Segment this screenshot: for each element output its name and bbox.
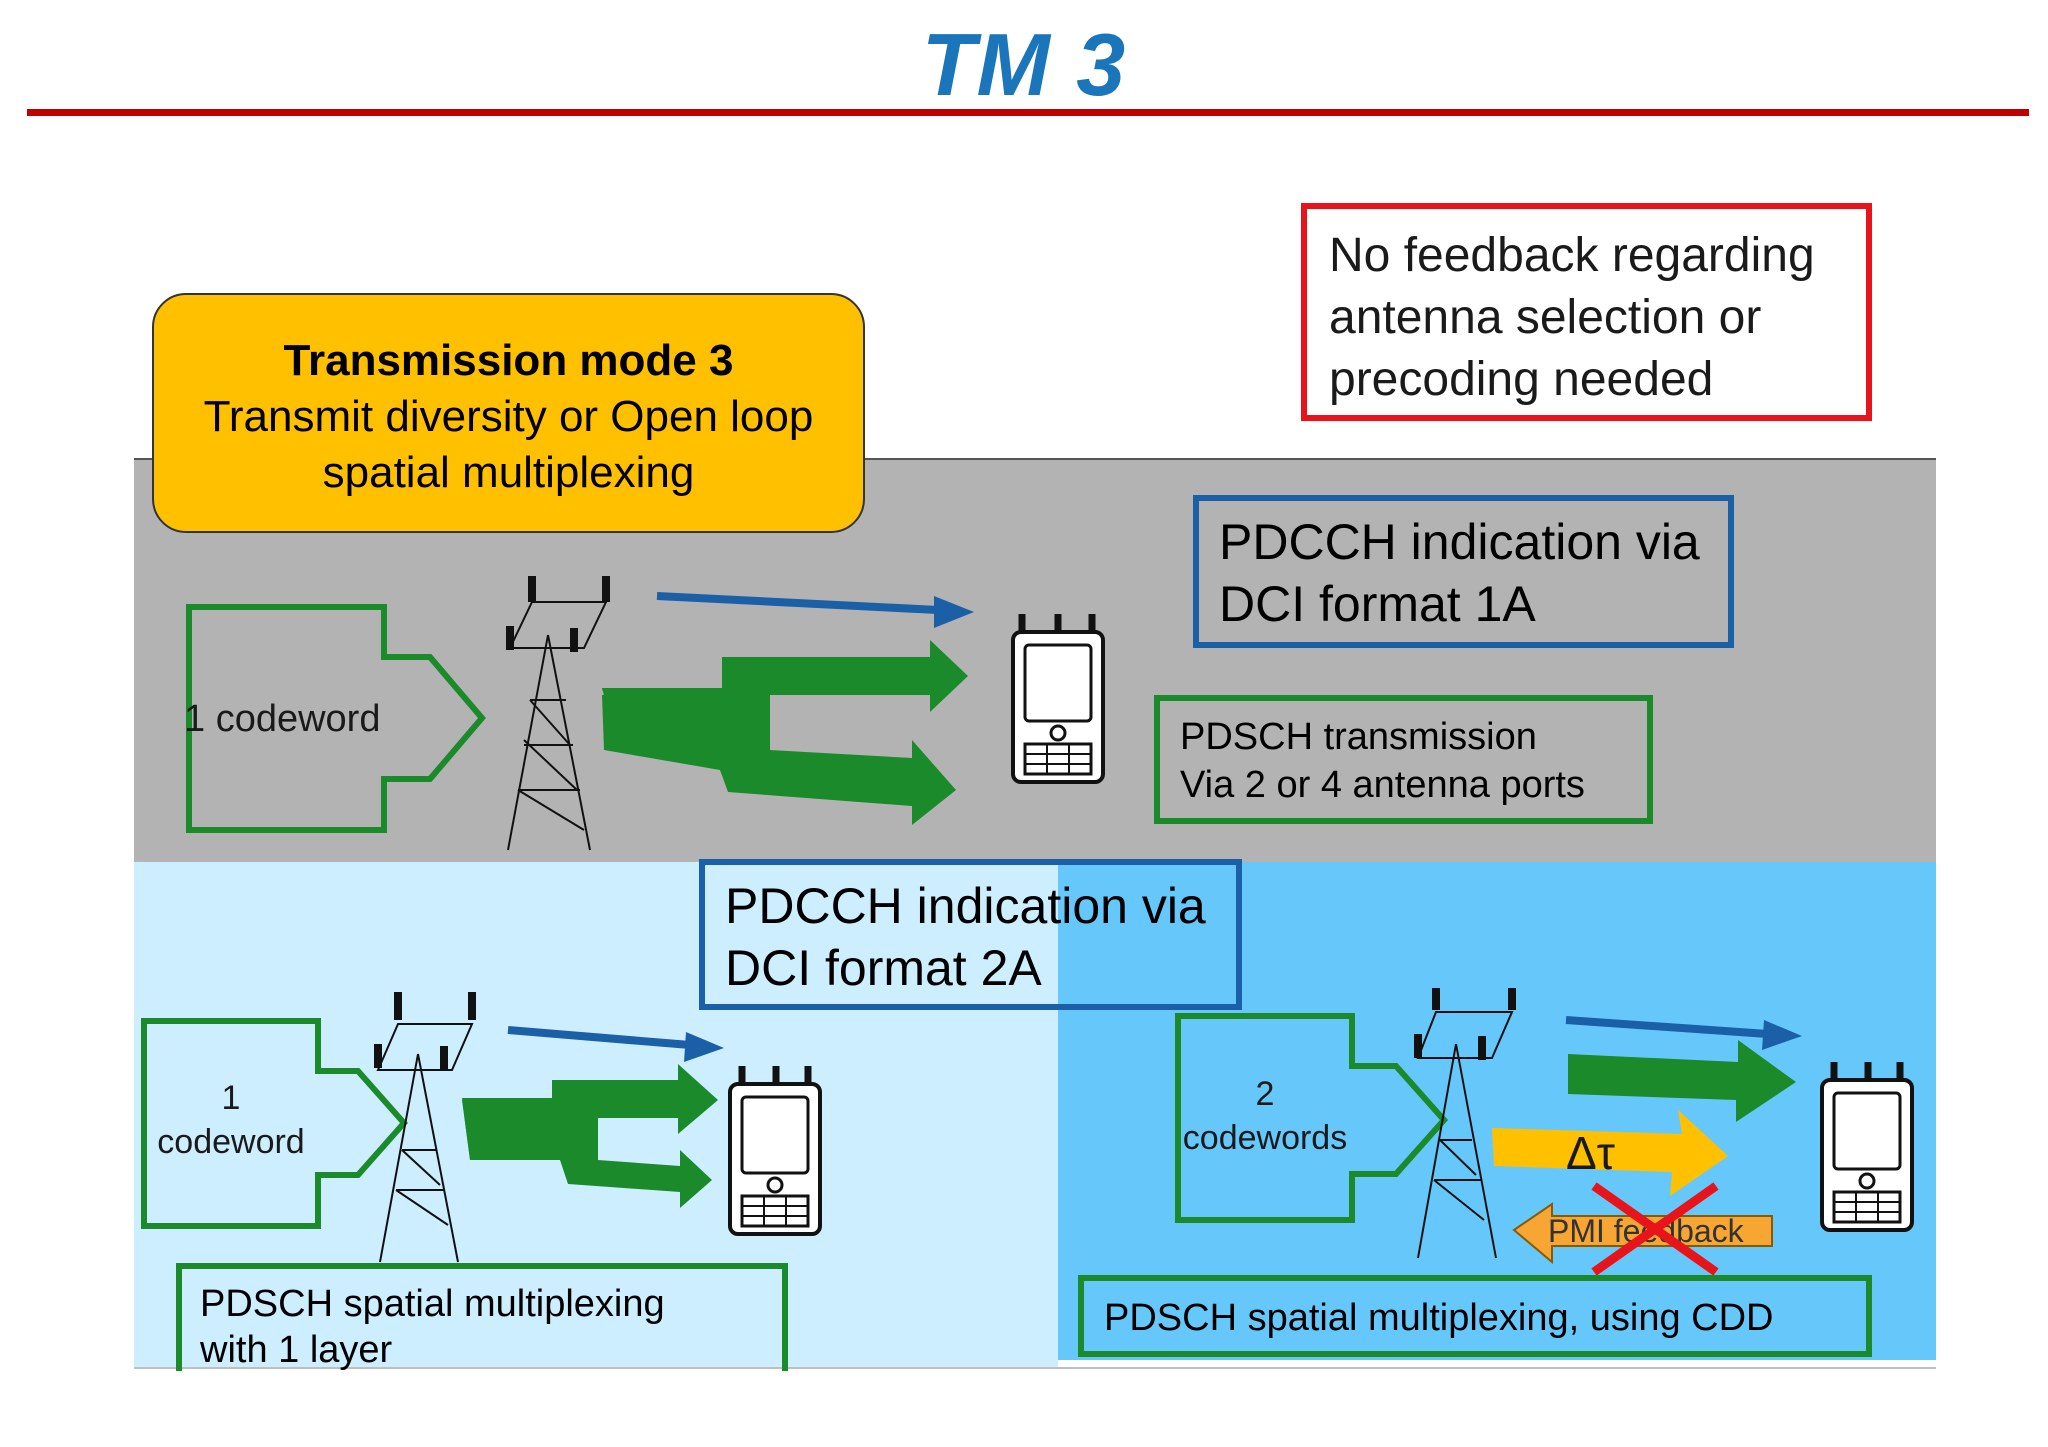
feedback-note-line1: No feedback regarding	[1329, 229, 1815, 282]
codeword-label-bottom-left: 1 codeword	[144, 1076, 318, 1164]
delay-arrow-yellow	[1492, 1110, 1728, 1196]
crossed-out-icon	[1591, 1182, 1719, 1276]
pdsch-br-line1: PDSCH spatial multiplexing, using CDD	[1104, 1297, 1774, 1339]
pdcch-top-line1: PDCCH indication via	[1219, 514, 1700, 570]
pdsch-box-top: PDSCH transmission Via 2 or 4 antenna po…	[1154, 695, 1653, 824]
pdsch-bl-line1: PDSCH spatial multiplexing	[200, 1283, 665, 1325]
data-arrows-green-top	[602, 640, 968, 825]
mode-desc-line1: Transmit diversity or Open loop	[203, 392, 814, 441]
codeword-label-top: 1 codeword	[184, 698, 381, 740]
feedback-note-line3: precoding needed	[1329, 353, 1714, 406]
codeword-bl-line1: 1	[221, 1079, 241, 1117]
mode-title: Transmission mode 3	[283, 336, 734, 385]
phone-icon-top	[1011, 614, 1105, 784]
pdcch-bottom-line1: PDCCH indication via	[725, 878, 1206, 934]
feedback-note-line2: antenna selection or	[1329, 291, 1762, 344]
transmission-mode-box: Transmission mode 3 Transmit diversity o…	[152, 293, 865, 533]
codeword-br-line1: 2	[1255, 1075, 1275, 1113]
pdcch-top-line2: DCI format 1A	[1219, 576, 1536, 632]
tower-icon-bottom-right	[1414, 988, 1516, 1259]
phone-icon-bottom-right	[1820, 1062, 1914, 1232]
delay-label: Δτ	[1566, 1127, 1615, 1179]
codeword-arrow-top	[186, 604, 486, 833]
codeword-label-bottom-right: 2 codewords	[1178, 1072, 1352, 1160]
pdsch-box-bottom-left: PDSCH spatial multiplexing with 1 layer	[176, 1263, 788, 1371]
data-arrows-green-bottom-left	[462, 1064, 718, 1208]
codeword-bl-line2: codeword	[157, 1123, 305, 1161]
tower-icon-bottom-left	[374, 992, 476, 1263]
pdsch-bl-line2: with 1 layer	[200, 1329, 393, 1371]
pdcch-box-bottom: PDCCH indication via DCI format 2A	[699, 859, 1242, 1010]
pdsch-top-line2: Via 2 or 4 antenna ports	[1180, 764, 1585, 806]
signal-arrow-blue-bottom-right	[1565, 1016, 1802, 1050]
tower-icon-top	[506, 576, 610, 851]
codeword-arrow-bottom-right	[1175, 1013, 1449, 1223]
pdcch-bottom-line2: DCI format 2A	[725, 940, 1042, 996]
codeword-arrow-bottom-left	[141, 1018, 409, 1229]
codeword-br-line2: codewords	[1182, 1119, 1348, 1157]
pdcch-box-top: PDCCH indication via DCI format 1A	[1193, 495, 1734, 648]
title-divider	[27, 109, 2029, 116]
signal-arrow-blue-top	[656, 592, 974, 628]
pdsch-box-bottom-right: PDSCH spatial multiplexing, using CDD	[1078, 1275, 1872, 1357]
phone-icon-bottom-left	[728, 1066, 822, 1236]
feedback-note-box: No feedback regarding antenna selection …	[1301, 203, 1872, 421]
pdsch-top-line1: PDSCH transmission	[1180, 716, 1537, 758]
page-title: TM 3	[921, 15, 1127, 114]
mode-desc-line2: spatial multiplexing	[322, 448, 695, 497]
signal-arrow-blue-bottom-left	[507, 1026, 724, 1062]
data-arrow-green-bottom-right	[1568, 1040, 1796, 1122]
